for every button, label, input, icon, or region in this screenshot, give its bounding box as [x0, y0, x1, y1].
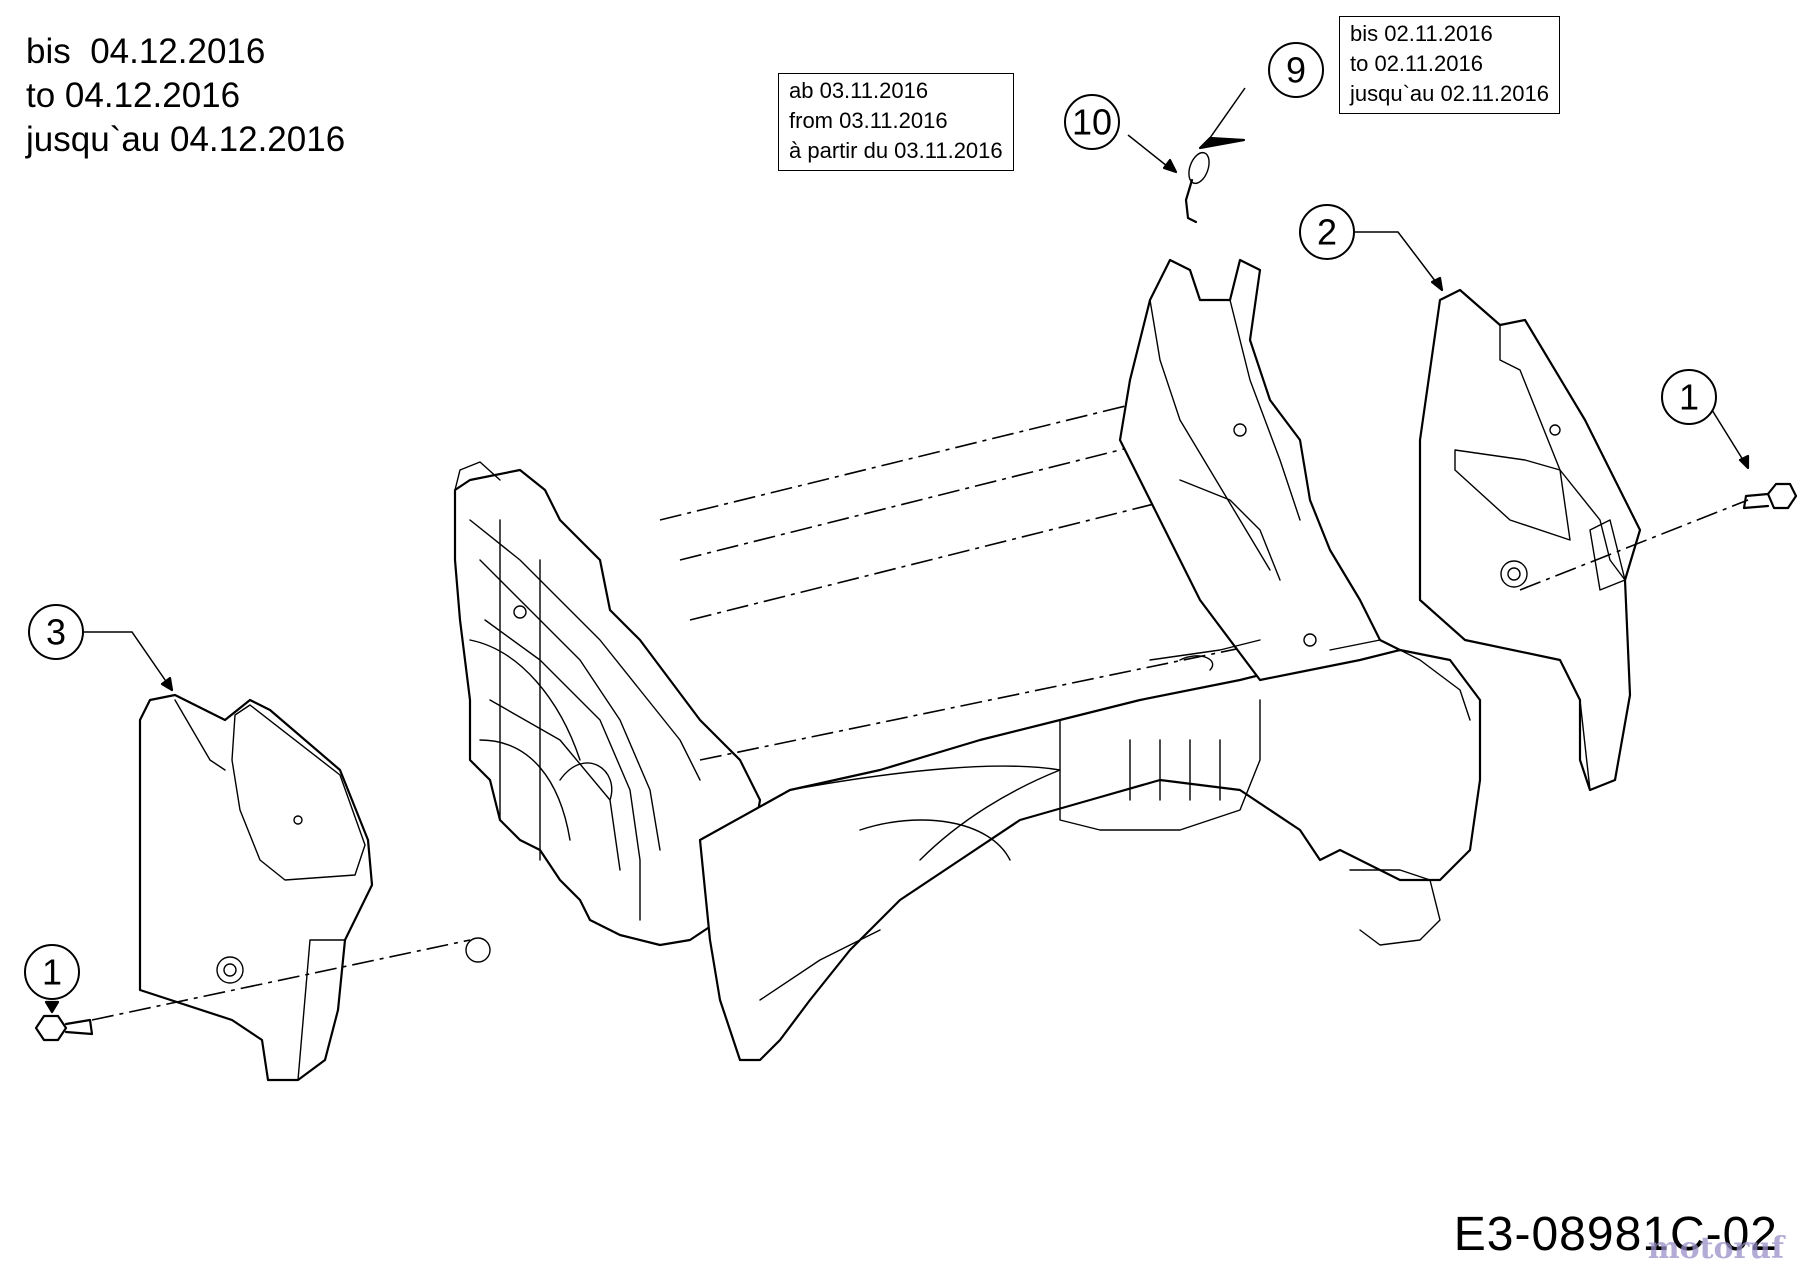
callout-label-1-left: 1 — [42, 952, 62, 993]
watermark-logo: motoruf — [1647, 1231, 1784, 1266]
leader-9 — [1204, 87, 1246, 146]
part-2-right-plate — [1418, 288, 1642, 792]
callout-1-right: 1 — [1661, 369, 1717, 425]
callout-1-left: 1 — [24, 944, 80, 1000]
assembly-axis-right — [1519, 499, 1749, 591]
callout-label-1-right: 1 — [1679, 377, 1699, 418]
callout-label-9: 9 — [1286, 50, 1306, 91]
arrowhead-10 — [1162, 158, 1178, 174]
validity-note: bis 04.12.2016 to 04.12.2016 jusqu`au 04… — [26, 30, 345, 162]
part-3-left-plate — [138, 693, 374, 1082]
from-date-fr: à partir du 03.11.2016 — [789, 138, 1003, 163]
leader-2 — [1348, 231, 1443, 291]
from-date-box: ab 03.11.2016 from 03.11.2016 à partir d… — [778, 73, 1014, 171]
arrowhead-1-left — [44, 1000, 60, 1014]
main-frame — [453, 258, 1482, 1062]
arrowhead-2 — [1430, 276, 1444, 292]
assembly-axis-left — [91, 939, 471, 1021]
validity-line-de: bis 04.12.2016 — [26, 32, 266, 71]
drawing-code: E3-08981C-02 — [1453, 1208, 1778, 1261]
callout-3: 3 — [28, 604, 84, 660]
callout-label-2: 2 — [1317, 212, 1337, 253]
pin-clip-part-9-10 — [1184, 151, 1210, 224]
until-date-en: to 02.11.2016 — [1350, 51, 1483, 76]
until-date-box: bis 02.11.2016 to 02.11.2016 jusqu`au 02… — [1339, 16, 1560, 114]
arrowhead-3 — [160, 676, 174, 692]
leader-3 — [84, 631, 173, 691]
from-date-de: ab 03.11.2016 — [789, 78, 929, 103]
callout-label-3: 3 — [46, 612, 66, 653]
until-date-de: bis 02.11.2016 — [1350, 21, 1493, 46]
callout-2: 2 — [1299, 204, 1355, 260]
callout-label-10: 10 — [1072, 102, 1112, 143]
screw-part-1-left — [34, 1014, 94, 1042]
validity-line-en: to 04.12.2016 — [26, 76, 241, 115]
from-date-en: from 03.11.2016 — [789, 108, 948, 133]
leader-10 — [1127, 134, 1173, 171]
validity-line-fr: jusqu`au 04.12.2016 — [26, 120, 346, 159]
until-date-fr: jusqu`au 02.11.2016 — [1350, 81, 1549, 106]
callout-9: 9 — [1268, 42, 1324, 98]
screw-part-1-right — [1742, 482, 1798, 510]
arrowhead-9 — [1198, 136, 1246, 150]
arrowhead-1-right — [1738, 454, 1750, 470]
callout-10: 10 — [1064, 94, 1120, 150]
